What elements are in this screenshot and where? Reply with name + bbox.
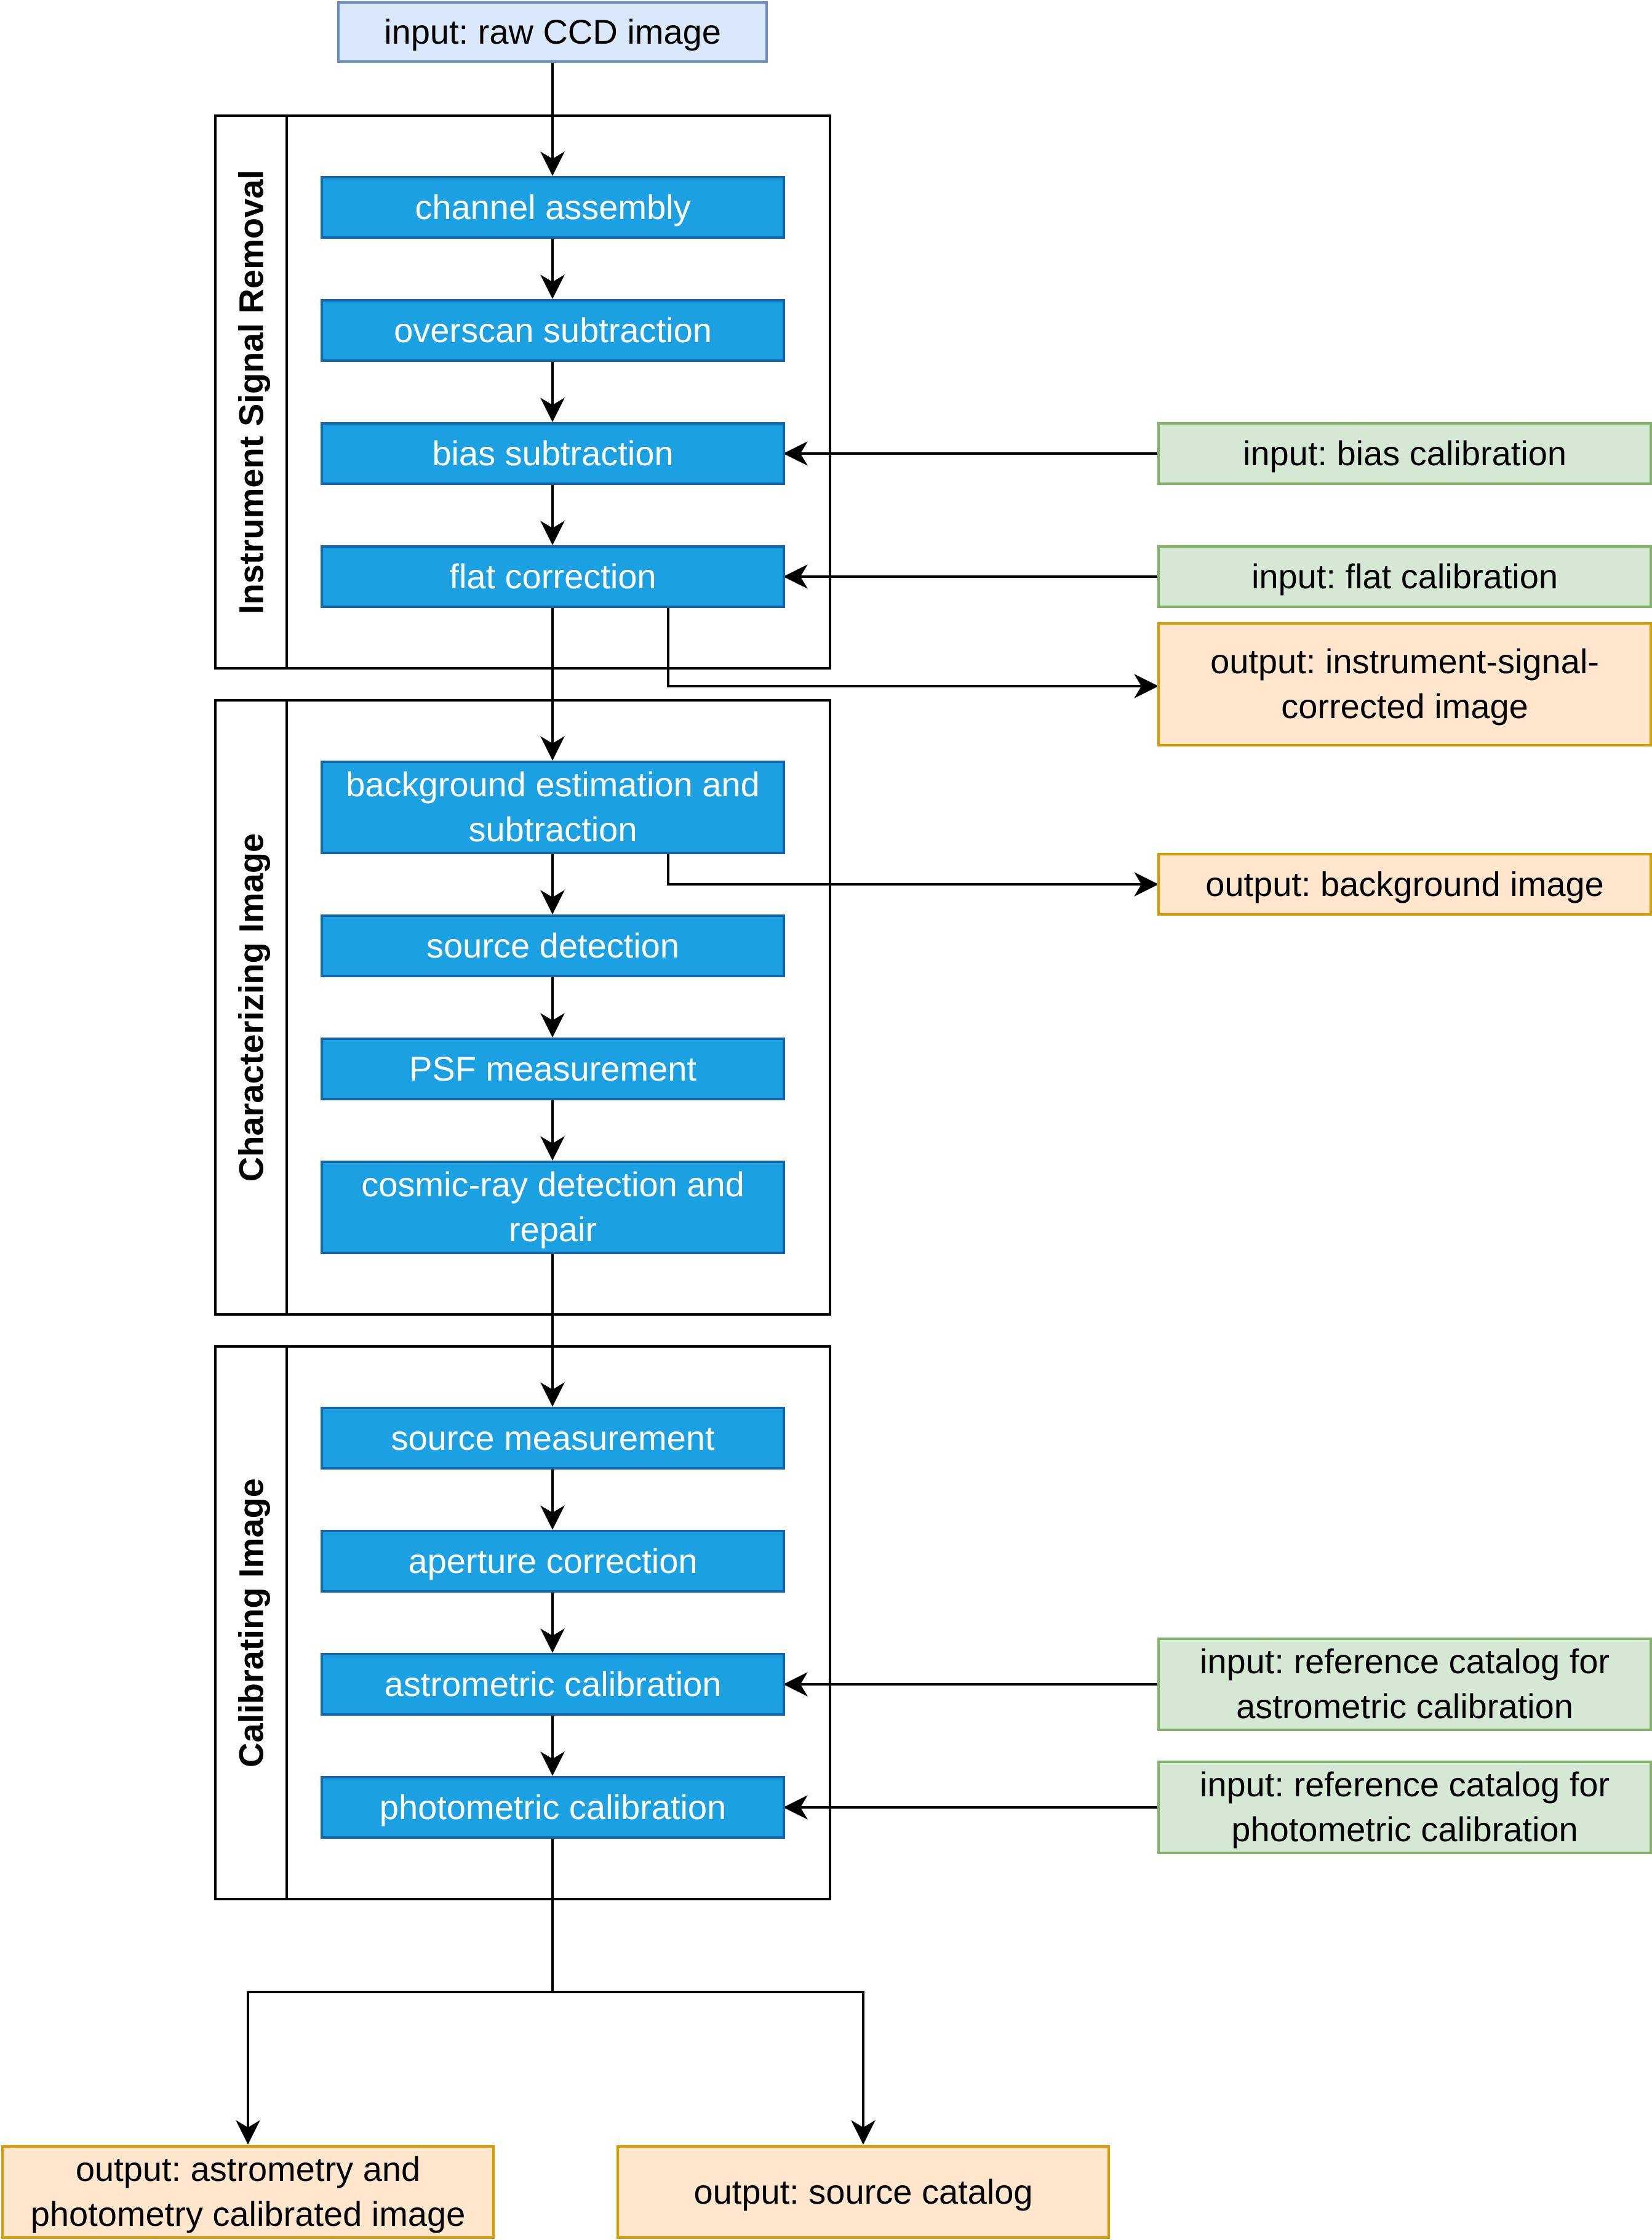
group-characterizing-image: Characterizing Image <box>214 699 831 1316</box>
input-reference-catalog-photometric[interactable]: input: reference catalog for photometric… <box>1157 1761 1652 1854</box>
group-title: Characterizing Image <box>217 702 288 1313</box>
step-source-measurement[interactable]: source measurement <box>321 1407 785 1470</box>
group-calibrating-image: Calibrating Image <box>214 1345 831 1900</box>
arrow-to-calibrated-image <box>236 1839 554 2145</box>
step-psf-measurement[interactable]: PSF measurement <box>321 1038 785 1100</box>
step-background-estimation[interactable]: background estimation and subtraction <box>321 761 785 854</box>
group-title: Calibrating Image <box>217 1348 288 1898</box>
arrow-to-instrument-output <box>667 608 1159 698</box>
step-cosmic-ray-detection[interactable]: cosmic-ray detection and repair <box>321 1161 785 1254</box>
step-flat-correction[interactable]: flat correction <box>321 545 785 608</box>
step-overscan-subtraction[interactable]: overscan subtraction <box>321 299 785 362</box>
input-raw-ccd-image[interactable]: input: raw CCD image <box>337 1 768 63</box>
step-aperture-correction[interactable]: aperture correction <box>321 1530 785 1593</box>
step-source-detection[interactable]: source detection <box>321 914 785 977</box>
output-background-image[interactable]: output: background image <box>1157 853 1652 916</box>
input-reference-catalog-astrometric[interactable]: input: reference catalog for astrometric… <box>1157 1638 1652 1731</box>
group-instrument-signal-removal: Instrument Signal Removal <box>214 114 831 670</box>
output-instrument-signal-corrected-image[interactable]: output: instrument-signal-corrected imag… <box>1157 622 1652 746</box>
arrow-to-source-catalog <box>553 1991 876 2145</box>
arrow-to-background-output <box>667 854 1159 897</box>
group-title: Instrument Signal Removal <box>217 117 288 667</box>
step-photometric-calibration[interactable]: photometric calibration <box>321 1776 785 1839</box>
step-astrometric-calibration[interactable]: astrometric calibration <box>321 1653 785 1716</box>
input-flat-calibration[interactable]: input: flat calibration <box>1157 545 1652 608</box>
input-bias-calibration[interactable]: input: bias calibration <box>1157 422 1652 485</box>
step-channel-assembly[interactable]: channel assembly <box>321 176 785 239</box>
step-bias-subtraction[interactable]: bias subtraction <box>321 422 785 485</box>
output-calibrated-image[interactable]: output: astrometry and photometry calibr… <box>1 2145 495 2239</box>
output-source-catalog[interactable]: output: source catalog <box>617 2145 1110 2239</box>
